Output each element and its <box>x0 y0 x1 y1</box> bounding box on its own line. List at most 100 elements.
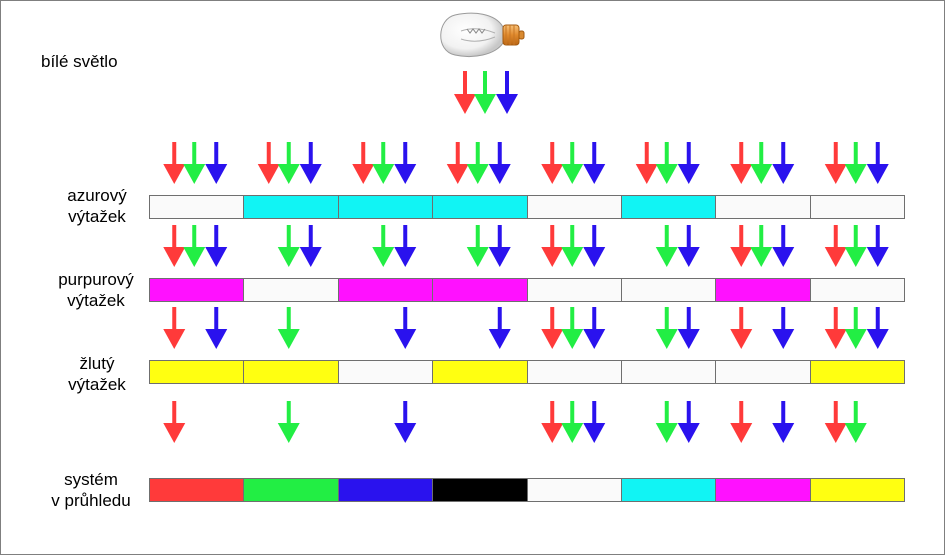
red-light-arrow <box>541 401 564 443</box>
blue-light-arrow <box>205 307 228 349</box>
green-light-arrow <box>561 225 584 267</box>
red-light-arrow <box>446 142 469 184</box>
blue-light-arrow <box>394 225 417 267</box>
cyan-filter-strip <box>149 195 905 219</box>
blue-light-arrow <box>583 142 606 184</box>
yellow-filter-cell-yellow <box>809 360 905 384</box>
red-light-arrow <box>352 142 375 184</box>
result-cell-cyan <box>620 478 717 502</box>
cyan-filter-cell-white <box>715 195 811 219</box>
magenta-filter-cell-white <box>243 278 339 302</box>
red-light-arrow <box>541 142 564 184</box>
green-light-arrow <box>655 401 678 443</box>
cyan-filter-cell-cyan <box>432 195 528 219</box>
blue-light-arrow <box>772 307 795 349</box>
yellow-filter-label-line1: žlutý <box>79 354 115 373</box>
red-light-arrow <box>730 225 753 267</box>
magenta-filter-cell-white <box>526 278 622 302</box>
red-light-arrow <box>257 142 280 184</box>
green-light-arrow <box>561 401 584 443</box>
yellow-filter-cell-white <box>620 360 717 384</box>
blue-light-arrow <box>772 225 795 267</box>
green-light-arrow <box>561 142 584 184</box>
blue-light-arrow <box>488 307 511 349</box>
red-light-arrow <box>163 307 186 349</box>
red-light-arrow <box>730 307 753 349</box>
white-light-label: bílé světlo <box>41 51 118 72</box>
magenta-filter-cell-white <box>809 278 905 302</box>
yellow-filter-label-line2: výtažek <box>68 375 126 394</box>
red-light-arrow <box>730 401 753 443</box>
green-light-arrow <box>277 225 300 267</box>
green-light-arrow <box>844 401 867 443</box>
blue-light-arrow <box>677 307 700 349</box>
result-cell-green <box>243 478 339 502</box>
green-light-arrow <box>466 225 489 267</box>
magenta-filter-cell-magenta <box>715 278 811 302</box>
blue-light-arrow <box>866 142 889 184</box>
green-light-arrow <box>655 225 678 267</box>
green-light-arrow <box>183 225 206 267</box>
magenta-filter-label: purpurový výtažek <box>41 269 151 311</box>
blue-light-arrow <box>488 225 511 267</box>
cyan-filter-label: azurový výtažek <box>45 185 149 227</box>
cyan-filter-label-line1: azurový <box>67 186 127 205</box>
yellow-filter-cell-white <box>337 360 434 384</box>
red-light-arrow <box>163 225 186 267</box>
cyan-filter-label-line2: výtažek <box>68 207 126 226</box>
result-cell-yellow <box>809 478 905 502</box>
yellow-filter-cell-yellow <box>243 360 339 384</box>
yellow-filter-cell-white <box>715 360 811 384</box>
magenta-filter-cell-white <box>620 278 717 302</box>
red-light-arrow <box>454 71 476 114</box>
blue-light-arrow <box>677 401 700 443</box>
green-light-arrow <box>277 142 300 184</box>
blue-light-arrow <box>583 307 606 349</box>
blue-light-arrow <box>205 142 228 184</box>
green-light-arrow <box>750 142 773 184</box>
cyan-filter-cell-white <box>149 195 245 219</box>
green-light-arrow <box>655 307 678 349</box>
result-cell-white <box>526 478 622 502</box>
red-light-arrow <box>163 401 186 443</box>
cyan-filter-cell-cyan <box>620 195 717 219</box>
green-light-arrow <box>277 401 300 443</box>
cyan-filter-cell-cyan <box>337 195 434 219</box>
blue-light-arrow <box>394 307 417 349</box>
green-light-arrow <box>844 225 867 267</box>
blue-light-arrow <box>496 71 518 114</box>
green-light-arrow <box>844 142 867 184</box>
result-strip <box>149 478 905 502</box>
green-light-arrow <box>561 307 584 349</box>
blue-light-arrow <box>583 225 606 267</box>
blue-light-arrow <box>205 225 228 267</box>
red-light-arrow <box>824 401 847 443</box>
result-cell-magenta <box>715 478 811 502</box>
green-light-arrow <box>655 142 678 184</box>
result-cell-red <box>149 478 245 502</box>
blue-light-arrow <box>394 142 417 184</box>
green-light-arrow <box>844 307 867 349</box>
red-light-arrow <box>824 307 847 349</box>
blue-light-arrow <box>772 401 795 443</box>
yellow-filter-cell-yellow <box>432 360 528 384</box>
blue-light-arrow <box>866 225 889 267</box>
red-light-arrow <box>163 142 186 184</box>
red-light-arrow <box>541 225 564 267</box>
red-light-arrow <box>824 225 847 267</box>
blue-light-arrow <box>583 401 606 443</box>
result-label-line1: systém <box>64 470 118 489</box>
magenta-filter-label-line2: výtažek <box>67 291 125 310</box>
blue-light-arrow <box>299 142 322 184</box>
yellow-filter-cell-yellow <box>149 360 245 384</box>
red-light-arrow <box>824 142 847 184</box>
green-light-arrow <box>750 225 773 267</box>
magenta-filter-cell-magenta <box>432 278 528 302</box>
green-light-arrow <box>277 307 300 349</box>
green-light-arrow <box>474 71 496 114</box>
blue-light-arrow <box>488 142 511 184</box>
magenta-filter-label-line1: purpurový <box>58 270 134 289</box>
magenta-filter-cell-magenta <box>337 278 434 302</box>
yellow-filter-cell-white <box>526 360 622 384</box>
